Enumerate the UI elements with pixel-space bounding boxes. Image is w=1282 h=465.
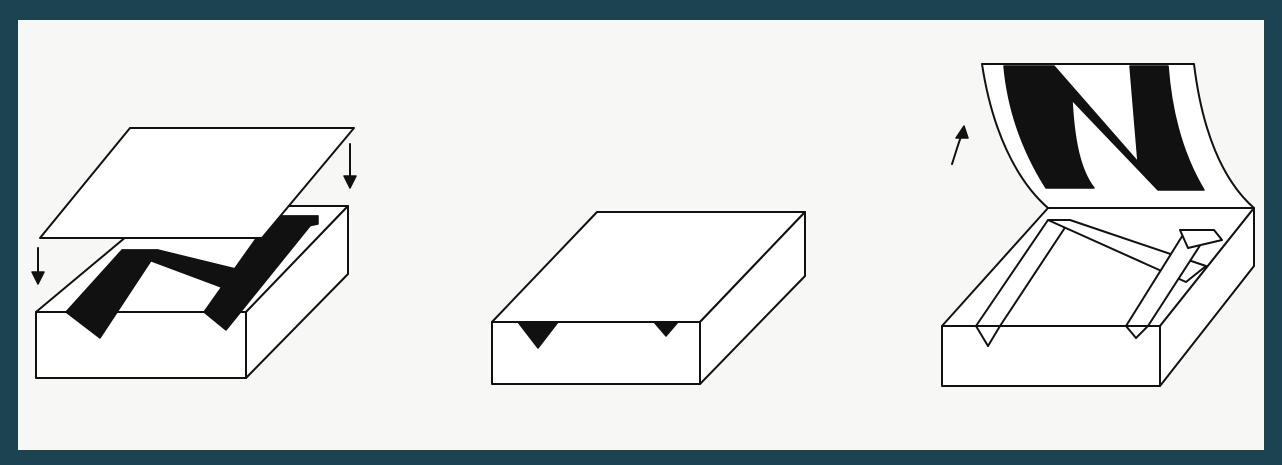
- fig3-block-front: [942, 326, 1160, 386]
- diagram-panel: [18, 20, 1264, 450]
- fig1-block-front: [36, 312, 246, 378]
- figure-1-block-with-plate: [32, 128, 356, 378]
- figure-3-block-with-printed-sheet: [942, 64, 1254, 386]
- fig1-down-arrow-right-icon: [344, 144, 356, 188]
- fig3-up-arrow-icon: [952, 126, 968, 164]
- printing-process-diagram: [18, 20, 1264, 450]
- fig1-down-arrow-left-icon: [32, 248, 44, 284]
- figure-2-grooved-block: [492, 212, 805, 384]
